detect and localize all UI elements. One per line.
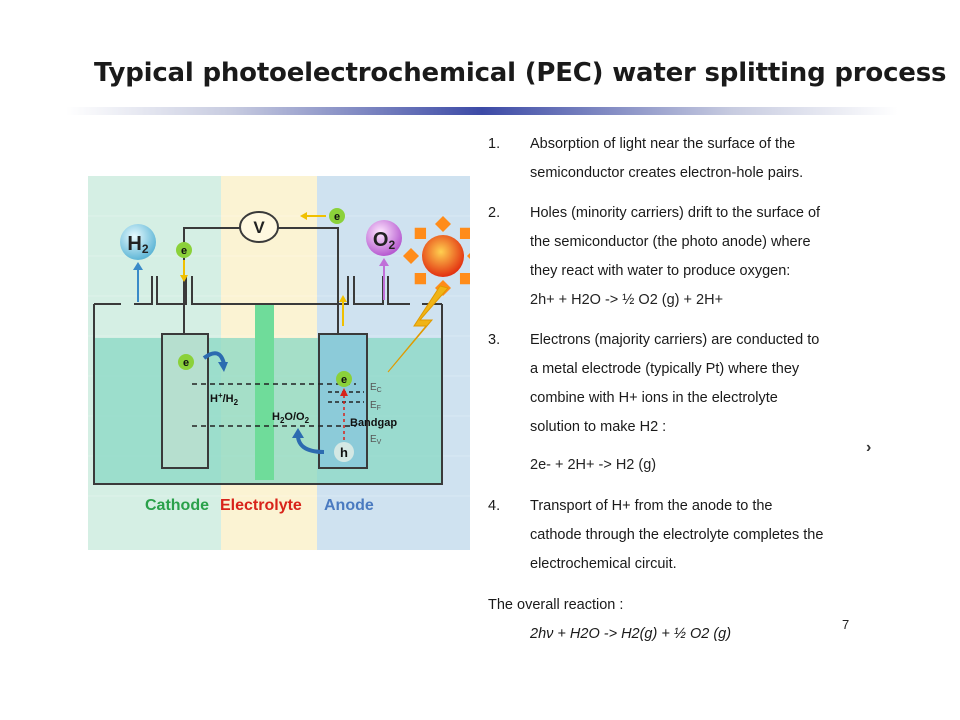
o2-bubble (366, 220, 402, 256)
step-equation: 2e- + 2H+ -> H2 (g) (530, 457, 657, 473)
bandgap-label: Bandgap (350, 417, 397, 429)
ef-label: EF (370, 400, 381, 412)
svg-text:e: e (341, 374, 347, 386)
slide-title: Typical photoelectrochemical (PEC) water… (94, 58, 947, 88)
step-line: Transport of H+ from the anode to the (530, 498, 773, 514)
electron-wire (329, 208, 345, 224)
step-number: 3. (488, 332, 501, 348)
step-line: the semiconductor (the photo anode) wher… (530, 234, 811, 250)
membrane (255, 304, 274, 480)
step-number: 2. (488, 205, 501, 221)
svg-text:e: e (183, 357, 189, 369)
step-line: Absorption of light near the surface of … (530, 136, 796, 152)
step-line: Holes (minority carriers) drift to the s… (530, 205, 821, 221)
step-equation: 2h+ + H2O -> ½ O2 (g) + 2H+ (530, 292, 724, 308)
overall-reaction-equation: 2hν + H2O -> H2(g) + ½ O2 (g) (530, 626, 732, 642)
h2-bubble (120, 224, 156, 260)
h-plus-h2-label: H+/H2 (210, 391, 239, 407)
step-line: combine with H+ ions in the electrolyte (530, 390, 778, 406)
hole-anode (334, 442, 354, 462)
ev-label: EV (370, 434, 382, 446)
hole-label: h (340, 445, 348, 460)
pointer-cursor: › (866, 439, 872, 456)
step-line: they react with water to produce oxygen: (530, 263, 791, 279)
lightning-icon (387, 285, 449, 373)
electrolyte-label: Electrolyte (220, 497, 302, 514)
electron-cathode (178, 354, 194, 370)
anode-label: Anode (324, 497, 374, 514)
voltmeter-symbol (239, 211, 279, 243)
external-wire (183, 227, 339, 334)
overall-reaction-label: The overall reaction : (488, 597, 624, 613)
step-line: Electrons (majority carriers) are conduc… (530, 332, 820, 348)
pec-diagram: V e e H2 O2 (88, 176, 483, 550)
cathode-label: Cathode (145, 497, 209, 514)
electron-anode (336, 371, 352, 387)
step-line: semiconductor creates electron-hole pair… (530, 165, 804, 181)
title-divider (66, 107, 898, 115)
step-line: cathode through the electrolyte complete… (530, 527, 824, 543)
ec-label: EC (370, 382, 382, 394)
electron-cathode-wire (176, 242, 192, 258)
step-number: 1. (488, 136, 501, 152)
voltmeter-label: V (253, 218, 265, 237)
step-number: 4. (488, 498, 501, 514)
step-line: solution to make H2 : (530, 419, 667, 435)
page-number: 7 (842, 617, 850, 632)
electron-wire-label: e (334, 211, 340, 223)
pec-diagram-svg: V e e H2 O2 (88, 176, 483, 550)
svg-text:e: e (181, 245, 187, 257)
step-line: electrochemical circuit. (530, 556, 677, 572)
h2o-o2-label: H2O/O2 (272, 411, 310, 425)
cell-outline (93, 304, 443, 485)
step-line: a metal electrode (typically Pt) where t… (530, 361, 800, 377)
